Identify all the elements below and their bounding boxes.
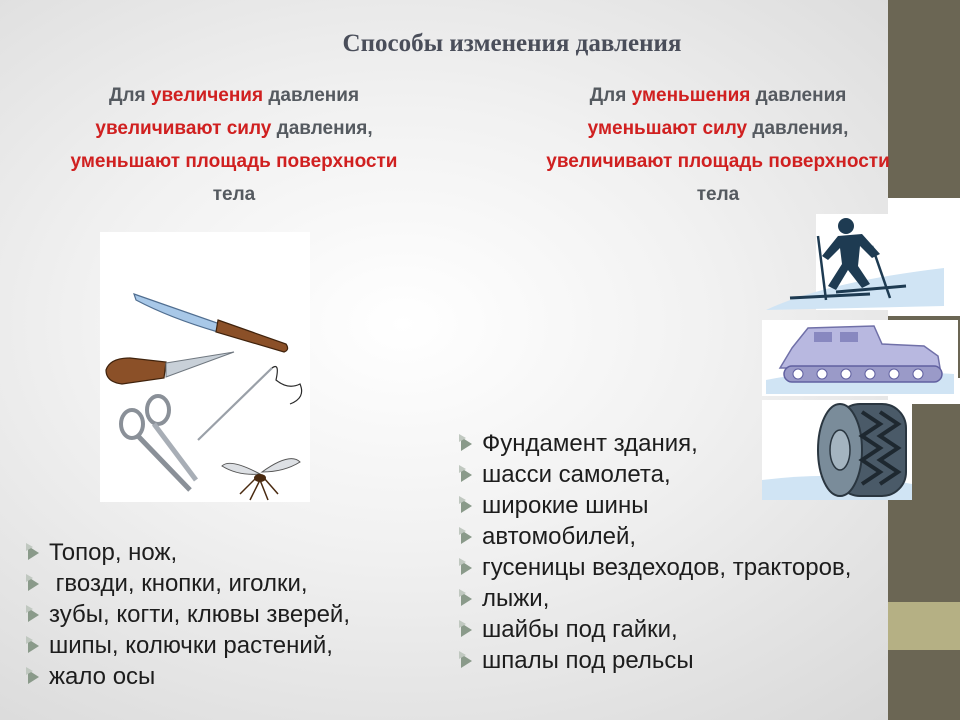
intro-highlight: уменьшают силу: [587, 118, 748, 139]
intro-text: тела: [212, 184, 256, 205]
list-item: шайбы под гайки,: [457, 614, 851, 645]
sharp-tools-picture: [100, 232, 310, 502]
sidebar-segment: [888, 602, 960, 650]
list-item: автомобилей,: [457, 521, 851, 552]
list-item: гвозди, кнопки, иголки,: [24, 568, 350, 599]
increase-pressure-examples-list: Топор, нож, гвозди, кнопки, иголки, зубы…: [24, 537, 350, 692]
tracked-vehicle-picture: [762, 320, 958, 396]
decrease-pressure-examples-list: Фундамент здания, шасси самолета, широки…: [457, 428, 851, 676]
list-item: шипы, колючки растений,: [24, 630, 350, 661]
intro-increase-pressure: Для увеличения давления увеличивают силу…: [14, 79, 454, 211]
intro-decrease-pressure: Для уменьшения давления уменьшают силу д…: [493, 79, 943, 211]
intro-text: Для: [108, 85, 151, 106]
intro-text: тела: [696, 184, 740, 205]
list-item: Фундамент здания,: [457, 428, 851, 459]
intro-text: давления,: [271, 118, 373, 139]
intro-text: давления: [750, 85, 847, 106]
list-item: шпалы под рельсы: [457, 645, 851, 676]
needle-icon: [197, 365, 303, 441]
tracked-vehicle-icon: [778, 325, 943, 383]
wide-tire-picture: [762, 400, 912, 500]
wide-tire-icon: [817, 403, 907, 497]
skier-picture: [766, 214, 946, 310]
intro-highlight: увеличивают силу: [95, 118, 272, 139]
skier-icon: [789, 218, 907, 301]
intro-highlight: увеличивают площадь поверхности: [546, 151, 890, 172]
mosquito-icon: [221, 458, 301, 501]
intro-highlight: уменьшения: [631, 85, 751, 106]
list-item: Топор, нож,: [24, 537, 350, 568]
list-item: зубы, когти, клювы зверей,: [24, 599, 350, 630]
intro-highlight: уменьшают площадь поверхности: [70, 151, 398, 172]
slide-title: Способы изменения давления: [342, 30, 682, 57]
intro-text: Для: [589, 85, 632, 106]
sidebar-segment: [888, 650, 960, 720]
sidebar-segment: [888, 0, 960, 198]
list-item: жало осы: [24, 661, 350, 692]
intro-highlight: увеличения: [150, 85, 264, 106]
intro-text: давления,: [747, 118, 849, 139]
scissors-icon: [119, 394, 198, 492]
intro-text: давления: [263, 85, 360, 106]
list-item: широкие шины: [457, 490, 851, 521]
list-item: шасси самолета,: [457, 459, 851, 490]
knife-icon: [133, 293, 289, 353]
list-item: гусеницы вездеходов, тракторов,: [457, 552, 851, 583]
awl-icon: [105, 351, 235, 385]
list-item: лыжи,: [457, 583, 851, 614]
